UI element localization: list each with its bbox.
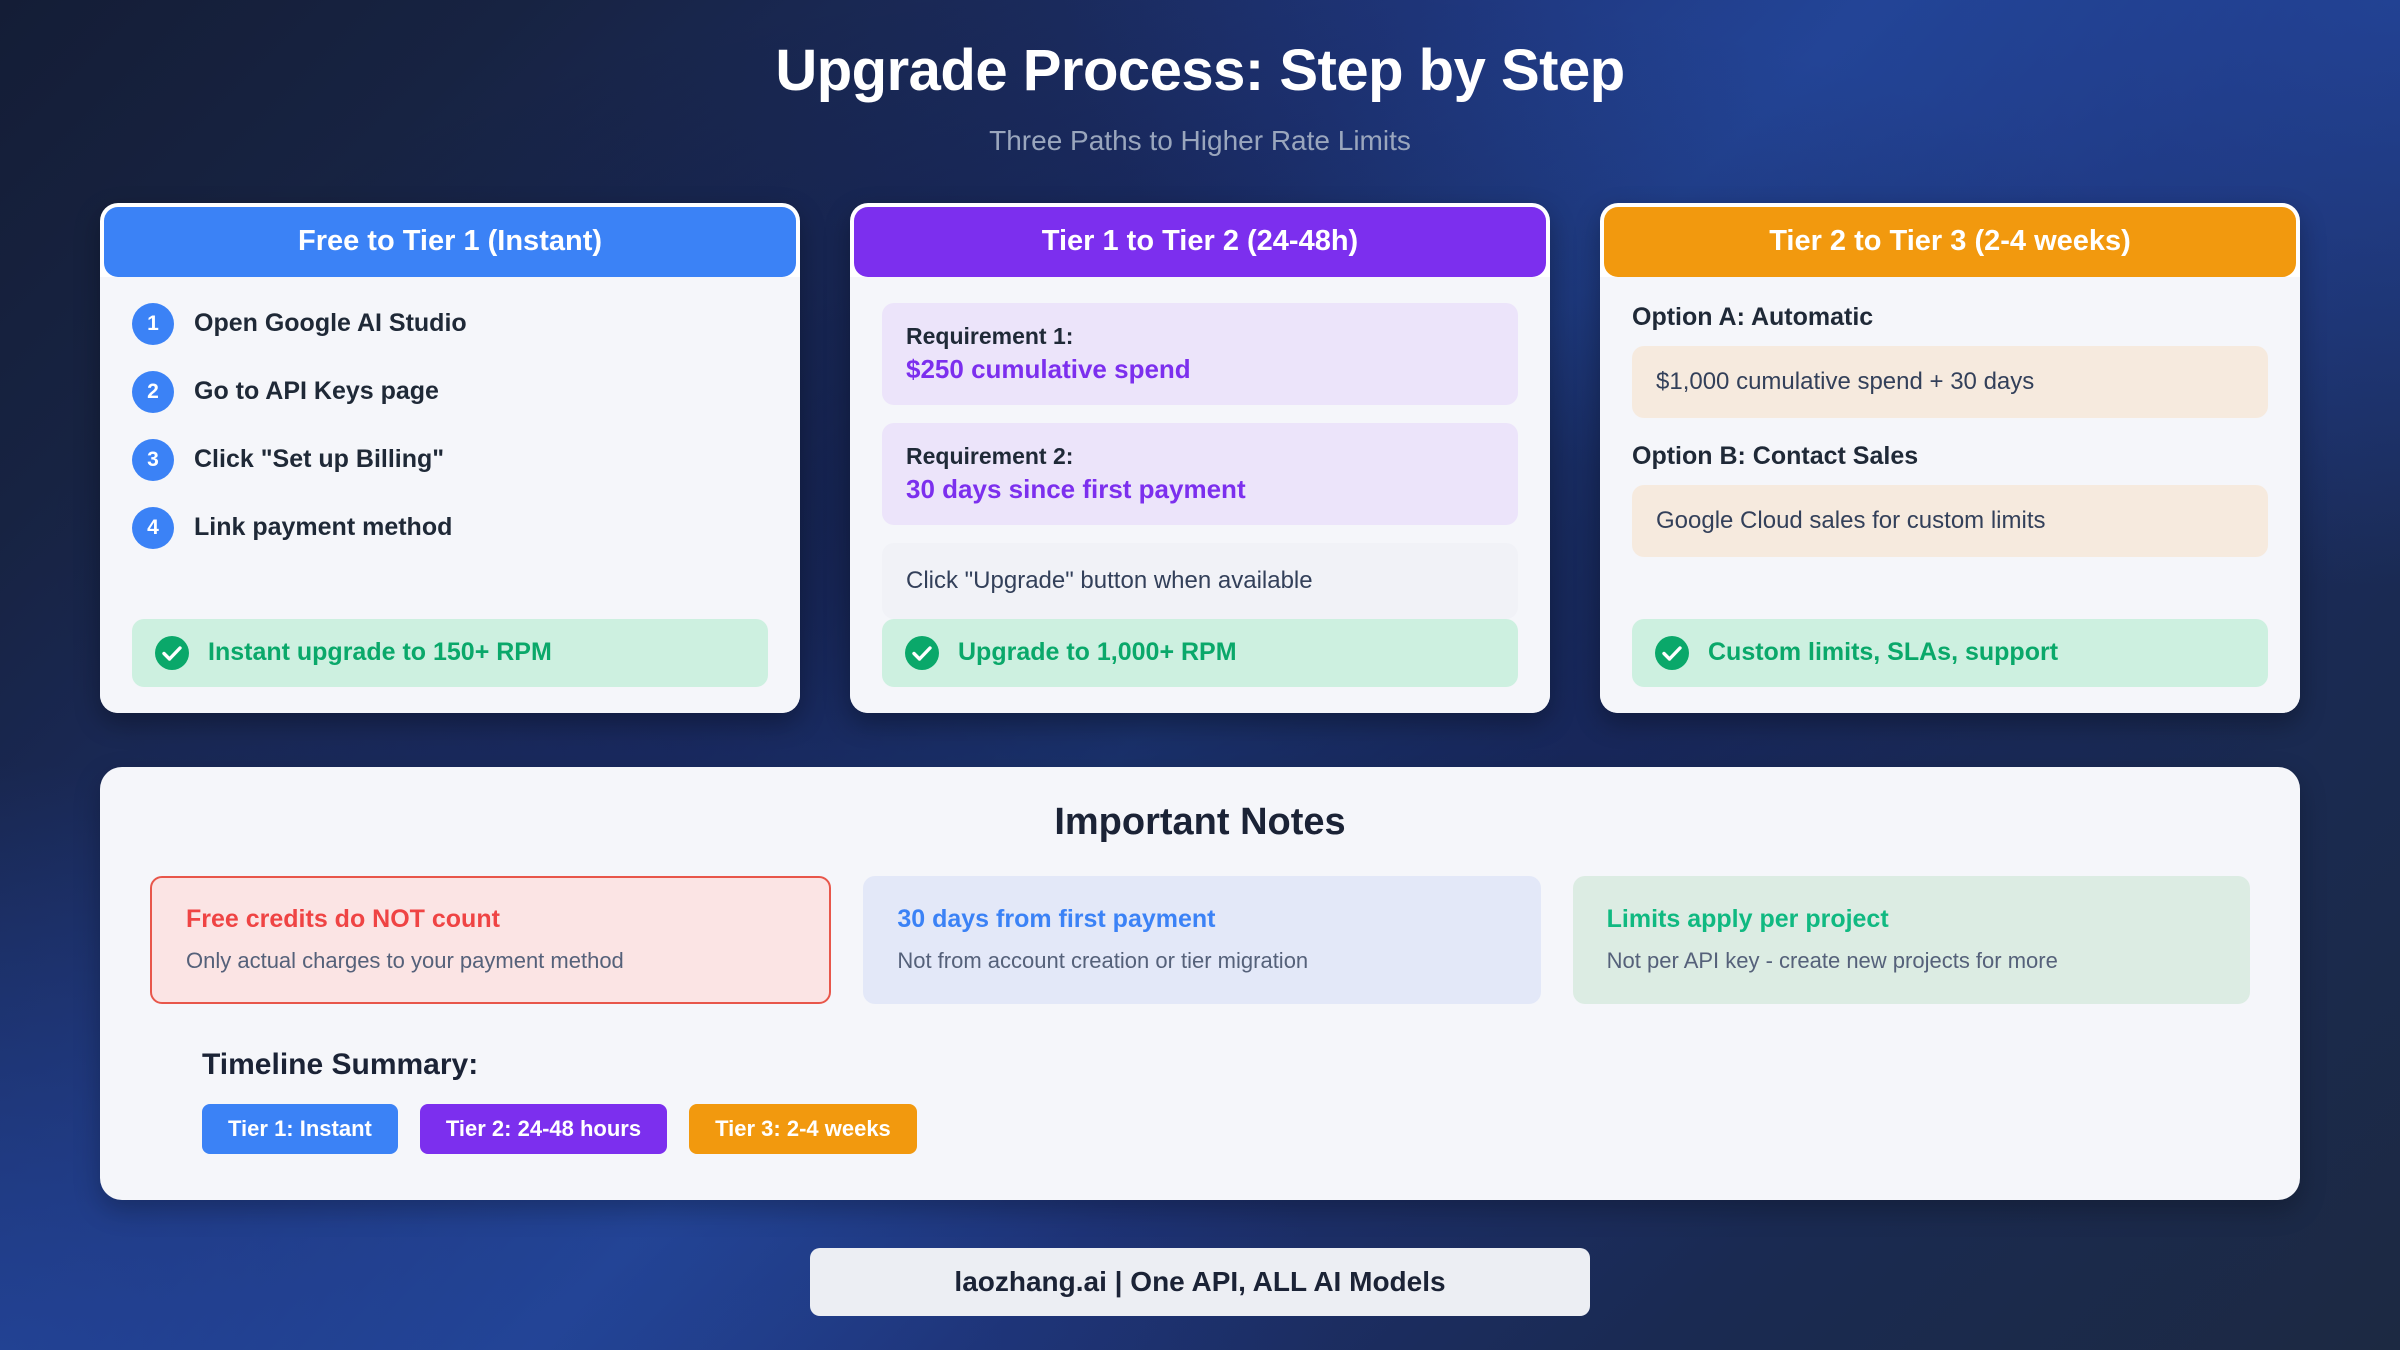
notes-row: Free credits do NOT count Only actual ch… [150,875,2250,1004]
check-circle-icon [155,635,189,670]
hero-section: Upgrade Process: Step by Step Three Path… [100,26,2300,157]
note-title: Free credits do NOT count [186,905,500,934]
notes-title: Important Notes [1054,800,1346,843]
requirements-list: Requirement 1: $250 cumulative spend Req… [882,302,1518,619]
step-number-badge: 4 [132,506,174,549]
step-number-badge: 1 [132,302,174,345]
note-card-per-project: Limits apply per project Not per API key… [1572,875,2250,1004]
timeline-pill-tier3[interactable]: Tier 3: 2-4 weeks [689,1103,917,1154]
success-banner-tier3: Custom limits, SLAs, support [1632,618,2268,687]
note-title: 30 days from first payment [897,905,1216,934]
upgrade-paths-row: Free to Tier 1 (Instant) 1 Open Google A… [100,202,2300,713]
timeline-pills: Tier 1: Instant Tier 2: 24-48 hours Tier… [202,1103,2250,1154]
list-item[interactable]: 3 Click "Set up Billing" [132,438,768,481]
step-label: Link payment method [194,513,453,542]
check-circle-icon [905,635,939,670]
note-desc: Not from account creation or tier migrat… [897,948,1309,974]
success-text: Custom limits, SLAs, support [1708,638,2059,667]
card-free-to-tier1: Free to Tier 1 (Instant) 1 Open Google A… [100,202,800,713]
timeline-pill-tier1[interactable]: Tier 1: Instant [202,1103,398,1154]
page-subtitle: Three Paths to Higher Rate Limits [989,124,1411,156]
step-number-badge: 3 [132,438,174,481]
list-item[interactable]: 2 Go to API Keys page [132,370,768,413]
card-header-tier2: Tier 1 to Tier 2 (24-48h) [854,206,1546,277]
steps-list: 1 Open Google AI Studio 2 Go to API Keys… [132,302,768,549]
note-desc: Only actual charges to your payment meth… [186,948,624,974]
timeline-pill-tier2[interactable]: Tier 2: 24-48 hours [419,1103,668,1154]
note-title: Limits apply per project [1606,905,1889,934]
option-detail: $1,000 cumulative spend + 30 days [1632,345,2268,418]
important-notes-panel: Important Notes Free credits do NOT coun… [100,766,2300,1200]
timeline-summary-title: Timeline Summary: [202,1047,479,1081]
page-title: Upgrade Process: Step by Step [775,38,1625,103]
card-body-tier3: Option A: Automatic $1,000 cumulative sp… [1600,276,2300,713]
list-item[interactable]: 4 Link payment method [132,506,768,549]
requirement-value: $250 cumulative spend [906,353,1191,384]
card-body-tier2: Requirement 1: $250 cumulative spend Req… [850,276,1550,713]
requirement-item: Requirement 2: 30 days since first payme… [882,422,1518,525]
requirement-label: Requirement 2: [906,442,1074,469]
requirement-label: Requirement 1: [906,322,1074,349]
success-banner-tier2: Upgrade to 1,000+ RPM [882,618,1518,687]
card-tier1-to-tier2: Tier 1 to Tier 2 (24-48h) Requirement 1:… [850,202,1550,713]
option-title: Option B: Contact Sales [1632,441,1919,470]
step-label: Click "Set up Billing" [194,445,445,474]
option-title: Option A: Automatic [1632,302,1874,331]
option-detail: Google Cloud sales for custom limits [1632,484,2268,557]
step-label: Open Google AI Studio [194,309,467,338]
list-item[interactable]: 1 Open Google AI Studio [132,302,768,345]
card-header-tier1: Free to Tier 1 (Instant) [104,206,796,277]
requirement-item: Requirement 1: $250 cumulative spend [882,302,1518,405]
footer-brand-wrap: laozhang.ai | One API, ALL AI Models [0,1248,2400,1316]
card-tier2-to-tier3: Tier 2 to Tier 3 (2-4 weeks) Option A: A… [1600,202,2300,713]
success-text: Instant upgrade to 150+ RPM [208,638,552,667]
note-desc: Not per API key - create new projects fo… [1606,948,2058,974]
success-banner-tier1: Instant upgrade to 150+ RPM [132,618,768,687]
check-circle-icon [1655,635,1689,670]
card-header-tier3: Tier 2 to Tier 3 (2-4 weeks) [1604,206,2296,277]
options-list: Option A: Automatic $1,000 cumulative sp… [1632,303,2268,581]
success-text: Upgrade to 1,000+ RPM [958,638,1237,667]
upgrade-hint: Click "Upgrade" button when available [882,542,1518,619]
card-body-tier1: 1 Open Google AI Studio 2 Go to API Keys… [100,276,800,713]
step-number-badge: 2 [132,370,174,413]
requirement-value: 30 days since first payment [906,473,1246,504]
note-card-free-credits: Free credits do NOT count Only actual ch… [150,875,832,1004]
note-card-30-days: 30 days from first payment Not from acco… [863,875,1541,1004]
step-label: Go to API Keys page [194,377,439,406]
brand-banner: laozhang.ai | One API, ALL AI Models [810,1248,1590,1316]
